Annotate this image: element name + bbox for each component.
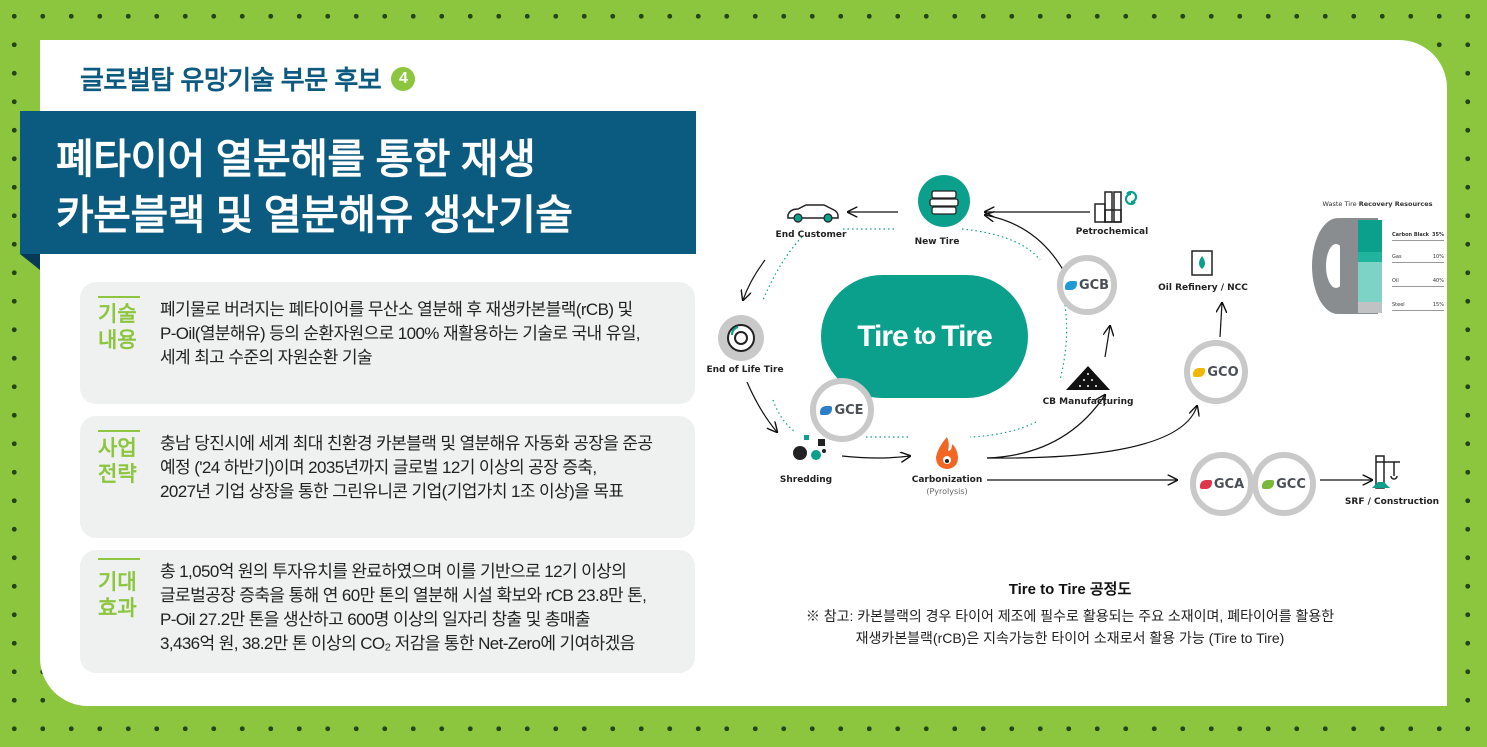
caption-title: Tire to Tire 공정도 [1008,581,1132,598]
node-carbonization-sub: (Pyrolysis) [926,487,968,496]
node-carbonization: Carbonization [911,475,983,485]
gca-logo-icon [1199,479,1212,489]
crane-icon [1372,455,1400,489]
title-line-2: 카본블랙 및 열분해유 생산기술 [56,192,573,238]
node-petrochemical: Petrochemical [1075,227,1149,237]
tire-cross-section-icon [1312,218,1382,314]
node-cb-manufacturing: CB Manufacturing [1042,397,1134,407]
gce-logo-icon [820,405,833,415]
candidate-number-badge: 4 [391,66,416,91]
flow-arrows [700,150,1447,570]
title-line-1: 폐타이어 열분해를 통한 재생 [56,136,536,182]
node-end-of-life-tire: End of Life Tire [706,365,784,375]
factory-icon [1094,190,1138,223]
section-text: 폐기물로 버려지는 폐타이어를 무산소 열분해 후 재생카본블랙(rCB) 및 … [160,300,641,367]
node-shredding: Shredding [779,475,833,485]
gco-logo-icon [1193,367,1206,377]
caption-note-line-2: 재생카본블랙(rCB)은 지속가능한 타이어 소재로서 활용 가능 (Tire … [855,630,1285,646]
carbon-pile-icon [1066,366,1110,390]
banner-fold [20,254,40,270]
node-srf-construction: SRF / Construction [1344,497,1440,507]
end-of-life-tire-icon [718,315,764,361]
tire-to-tire-process-diagram: End Customer New Tire Petrochemical Oil … [700,150,1447,570]
company-gce-badge: GCE [810,378,874,442]
new-tire-icon [918,175,970,227]
company-gca-badge: GCA [1190,452,1254,516]
car-icon [787,204,839,223]
node-end-customer: End Customer [775,230,847,240]
caption-note-line-1: ※ 참고: 카본블랙의 경우 타이어 제조에 필수로 활용되는 주요 소재이며,… [805,608,1335,624]
category-subtitle: 글로벌탑 유망기술 부문 후보 4 [80,60,416,97]
company-gcb-badge: GCB [1057,255,1117,315]
section-text: 총 1,050억 원의 투자유치를 완료하였으며 이를 기반으로 12기 이상의… [160,562,647,653]
flame-icon [936,437,958,469]
node-new-tire: New Tire [914,237,960,247]
gcc-logo-icon [1262,479,1275,489]
shredding-icon [793,435,826,460]
company-gco-badge: GCO [1184,340,1248,404]
node-oil-refinery: Oil Refinery / NCC [1158,283,1248,293]
section-text: 충남 당진시에 세계 최대 친환경 카본블랙 및 열분해유 자동화 공장을 준공… [160,434,653,501]
recovery-title: Waste Tire Recovery Resources [1322,200,1433,208]
gcb-logo-icon [1064,280,1077,290]
company-gcc-badge: GCC [1252,452,1316,516]
waste-tire-recovery-resources: Waste Tire Recovery Resources Carbon Bla… [1310,200,1445,330]
diagram-caption: Tire to Tire 공정도 ※ 참고: 카본블랙의 경우 타이어 제조에 … [770,578,1370,649]
subtitle-text: 글로벌탑 유망기술 부문 후보 [80,65,382,95]
oil-barrel-icon [1191,250,1213,276]
title-banner: 폐타이어 열분해를 통한 재생 카본블랙 및 열분해유 생산기술 [20,111,696,254]
